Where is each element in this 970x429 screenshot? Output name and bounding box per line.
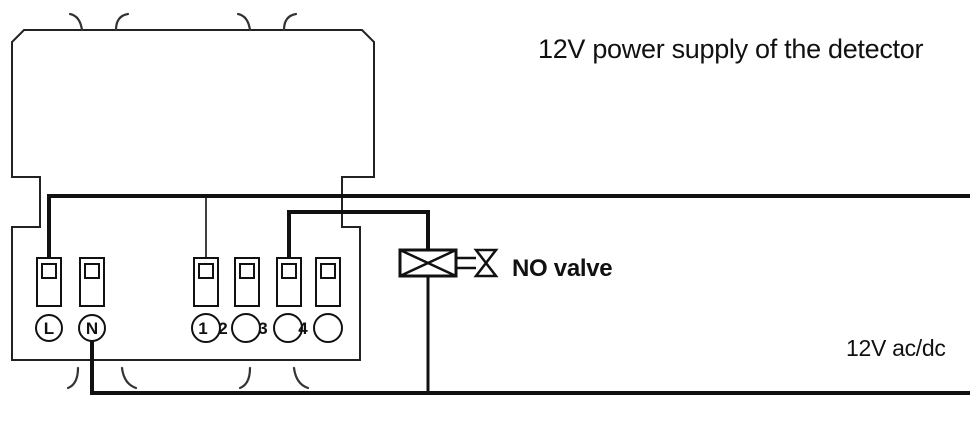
supply-voltage-label: 12V ac/dc: [846, 335, 946, 361]
wire-terminal-4-valve: [287, 210, 430, 258]
detector-housing: [11, 29, 375, 361]
wire-supply-bottom: [90, 340, 970, 395]
terminal-block-2: [234, 257, 260, 307]
terminal-block-3: [276, 257, 302, 307]
terminal-block-1: [193, 257, 219, 307]
valve-body-icon: [456, 248, 499, 278]
terminal-block-4: [315, 257, 341, 307]
terminal-block-l: [36, 257, 62, 307]
terminal-label-3: 3: [258, 319, 267, 338]
mounting-clips-top: [68, 12, 298, 32]
valve-label: NO valve: [512, 255, 612, 282]
mounting-clips-bottom: [66, 366, 310, 390]
valve-coil-icon: [398, 248, 458, 278]
terminal-label-2: 2: [218, 319, 227, 338]
terminal-circles: [35, 313, 343, 343]
wires: [47, 194, 970, 395]
terminal-label-n: N: [86, 319, 98, 338]
terminal-label-4: 4: [298, 319, 308, 338]
terminal-label-1: 1: [198, 319, 207, 338]
wire-supply-top: [47, 194, 970, 258]
supply-caption: 12V power supply of the detector: [538, 34, 923, 64]
terminal-blocks: [36, 257, 341, 307]
terminal-label-l: L: [44, 319, 54, 338]
terminal-block-n: [79, 257, 105, 307]
